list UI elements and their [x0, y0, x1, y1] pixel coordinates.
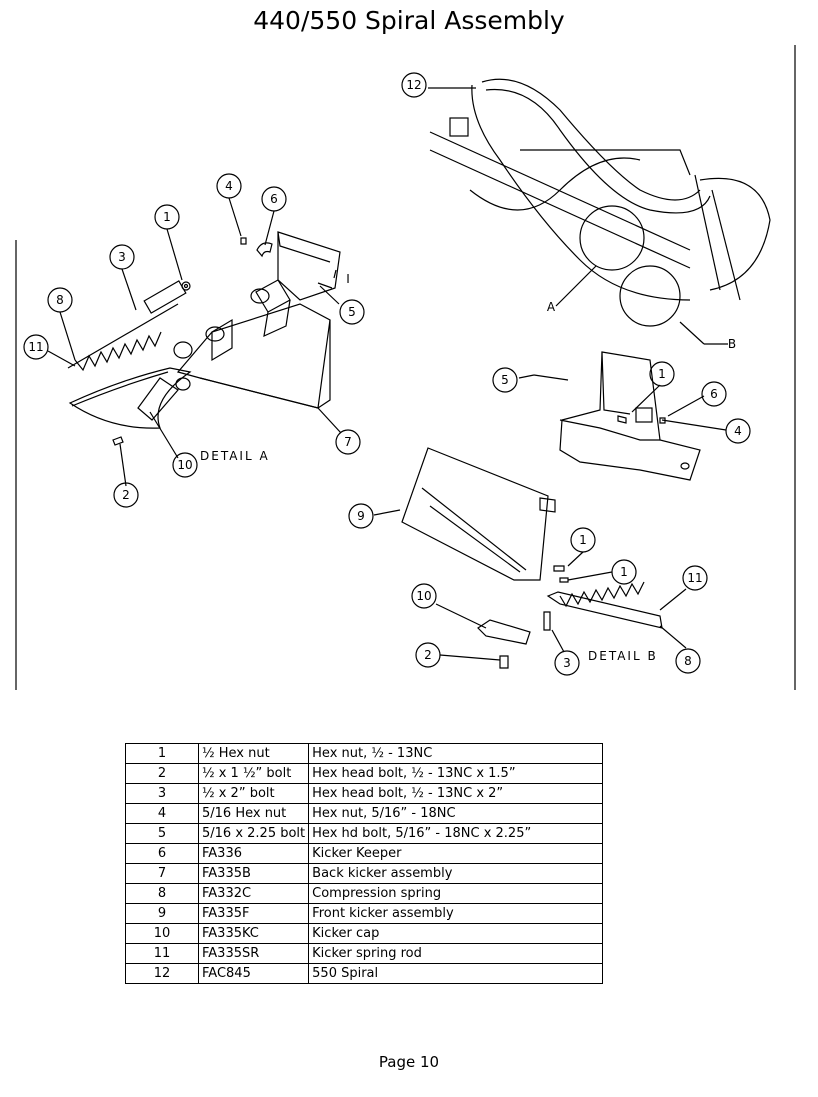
detail-b-label: DETAIL B — [588, 649, 658, 663]
callout-8: 8 — [56, 293, 64, 307]
callout-7: 7 — [344, 435, 352, 449]
part-description-cell: Compression spring — [308, 883, 604, 904]
callout-8b: 8 — [684, 654, 692, 668]
callout-5: 5 — [348, 305, 356, 319]
callout-10b: 10 — [416, 589, 431, 603]
part-description-cell: Hex head bolt, ½ - 13NC x 1.5” — [308, 763, 604, 784]
callout-3: 3 — [118, 250, 126, 264]
part-id-cell: FA335KC — [197, 923, 310, 944]
part-number-cell: 3 — [125, 783, 199, 804]
callout-1c: 1 — [579, 533, 587, 547]
part-description-cell: Hex nut, 5/16” - 18NC — [308, 803, 604, 824]
callout-2: 2 — [122, 488, 130, 502]
part-description-cell: Hex head bolt, ½ - 13NC x 2” — [308, 783, 604, 804]
part-description-cell: Hex hd bolt, 5/16” - 18NC x 2.25” — [308, 823, 604, 844]
part-number-cell: 1 — [125, 743, 199, 764]
callout-5b: 5 — [501, 373, 509, 387]
callout-2b: 2 — [424, 648, 432, 662]
callout-6: 6 — [270, 192, 278, 206]
callout-9: 9 — [357, 509, 365, 523]
callout-3b: 3 — [563, 656, 571, 670]
callout-12: 12 — [406, 78, 421, 92]
part-number-cell: 12 — [125, 963, 199, 984]
part-number-cell: 11 — [125, 943, 199, 964]
part-number-cell: 8 — [125, 883, 199, 904]
part-description-cell: Hex nut, ½ - 13NC — [308, 743, 604, 764]
part-description-cell: Back kicker assembly — [308, 863, 604, 884]
callout-4: 4 — [225, 179, 233, 193]
part-number-cell: 9 — [125, 903, 199, 924]
part-number-cell: 6 — [125, 843, 199, 864]
part-id-cell: 5/16 x 2.25 bolt — [197, 823, 310, 844]
part-id-cell: FA336 — [197, 843, 310, 864]
part-description-cell: Front kicker assembly — [308, 903, 604, 924]
part-id-cell: FA332C — [197, 883, 310, 904]
detail-a-label: DETAIL A — [200, 449, 270, 463]
diagram-svg: 1 3 8 11 4 6 5 7 10 2 I 12 A B 5 1 6 4 9… — [15, 45, 796, 690]
part-id-cell: FA335SR — [197, 943, 310, 964]
part-id-cell: FAC845 — [197, 963, 310, 984]
part-number-cell: 7 — [125, 863, 199, 884]
part-number-cell: 4 — [125, 803, 199, 824]
part-id-cell: FA335F — [197, 903, 310, 924]
callout-1d: 1 — [620, 565, 628, 579]
callout-10: 10 — [177, 458, 192, 472]
part-id-cell: ½ x 2” bolt — [197, 783, 310, 804]
part-number-cell: 5 — [125, 823, 199, 844]
callout-4b: 4 — [734, 424, 742, 438]
callout-i: I — [346, 272, 350, 286]
callout-1b: 1 — [658, 367, 666, 381]
part-description-cell: 550 Spiral — [308, 963, 604, 984]
callout-11: 11 — [28, 340, 43, 354]
page-number: Page 10 — [378, 1053, 440, 1071]
part-id-cell: FA335B — [197, 863, 310, 884]
part-id-cell: 5/16 Hex nut — [197, 803, 310, 824]
part-number-cell: 10 — [125, 923, 199, 944]
part-description-cell: Kicker spring rod — [308, 943, 604, 964]
part-description-cell: Kicker cap — [308, 923, 604, 944]
exploded-parts-diagram: 1 3 8 11 4 6 5 7 10 2 I 12 A B 5 1 6 4 9… — [0, 40, 818, 700]
callout-b: B — [728, 337, 736, 351]
callout-6b: 6 — [710, 387, 718, 401]
part-description-cell: Kicker Keeper — [308, 843, 604, 864]
callout-11b: 11 — [687, 571, 702, 585]
part-number-cell: 2 — [125, 763, 199, 784]
page-title: 440/550 Spiral Assembly — [253, 6, 565, 35]
callout-1: 1 — [163, 210, 171, 224]
part-id-cell: ½ Hex nut — [197, 743, 310, 764]
callout-a: A — [547, 300, 556, 314]
part-id-cell: ½ x 1 ½” bolt — [197, 763, 310, 784]
